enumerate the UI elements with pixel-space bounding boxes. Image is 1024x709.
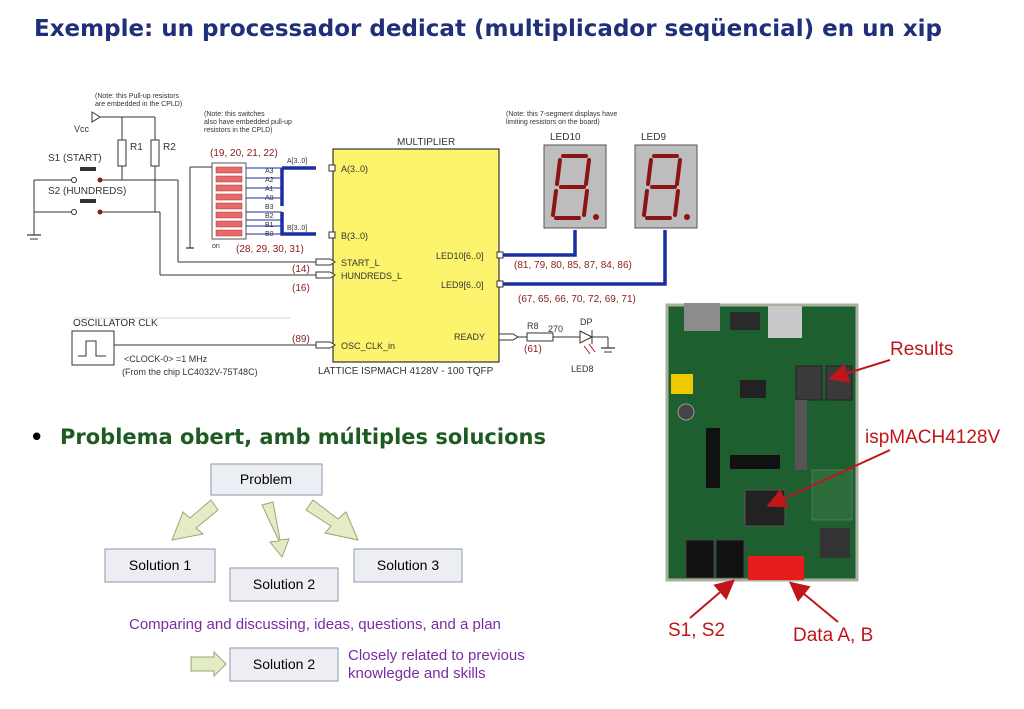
pin-61: (61) [524, 344, 542, 355]
port-hundreds: HUNDREDS_L [341, 271, 402, 281]
arrow-to-solution-2 [261, 501, 290, 558]
problem-label: Problem [240, 471, 292, 487]
dip-label-a1: A1 [265, 186, 274, 193]
dip-switch-b1 [215, 220, 243, 228]
vcc-symbol [91, 111, 101, 123]
note-pullup-2: are embedded in the CPLD) [95, 101, 182, 108]
resistor-r2 [150, 139, 160, 167]
box-solution-final [229, 647, 339, 682]
arrow-to-solution-3 [305, 499, 359, 541]
dip-switch-a3 [215, 166, 243, 174]
oscillator-block [71, 330, 115, 366]
arrow-results [828, 359, 891, 383]
dip-switch-block [211, 162, 247, 240]
problem-solution-diagram: Problem Solution 1 Solution 2 Solution 3… [104, 463, 463, 682]
clock-line-1: <CLOCK-0> =1 MHz [124, 354, 208, 364]
label-chip: ispMACH4128V [865, 427, 1000, 448]
resistor-r1 [117, 139, 127, 167]
r8-value: 270 [548, 324, 563, 334]
note-switches-3: resistors in the CPLD) [204, 127, 272, 134]
note-7seg-2: limiting resistors on the board) [506, 119, 600, 126]
pin-16: (16) [292, 283, 310, 294]
pin-89: (89) [292, 334, 310, 345]
chip-footer: LATTICE ISPMACH 4128V - 100 TQFP [318, 366, 494, 377]
solution-2-label: Solution 2 [253, 576, 315, 592]
switch-s2 [80, 199, 96, 203]
r1-label: R1 [130, 142, 143, 153]
dip-switch-a1 [215, 184, 243, 192]
note-switches-2: also have embedded pull-up [204, 119, 292, 126]
bus-led9 [503, 230, 667, 286]
clock-line-2: (From the chip LC4032V-75T48C) [122, 367, 258, 377]
pins-a-label: (19, 20, 21, 22) [210, 148, 278, 159]
switch-s1 [80, 167, 96, 171]
port-a: A(3..0) [341, 164, 368, 174]
chip-title: MULTIPLIER [397, 137, 455, 148]
dip-switch-a0 [215, 193, 243, 201]
r8-label: R8 [527, 321, 539, 331]
label-data: Data A, B [793, 625, 873, 646]
port-led10: LED10[6..0] [436, 251, 484, 261]
note-7seg-1: (Note: this 7-segment displays have [506, 111, 617, 118]
arrow-chip [766, 449, 891, 508]
s2-label: S2 (HUNDREDS) [48, 186, 126, 197]
label-results: Results [890, 339, 953, 360]
bus-led10 [503, 230, 577, 257]
led10-label: LED10 [550, 132, 581, 143]
dp-label: DP [580, 317, 593, 327]
bullet-point: •Problema obert, amb múltiples solucions [30, 425, 546, 449]
dip-on-label: on [212, 243, 220, 250]
box-solution-3 [353, 548, 463, 583]
multiplier-chip [332, 148, 500, 363]
port-b: B(3..0) [341, 231, 368, 241]
bus-a-label: A[3..0] [287, 158, 307, 165]
dip-switch-b2 [215, 211, 243, 219]
box-solution-1 [104, 548, 216, 583]
dip-label-b2: B2 [265, 213, 274, 220]
arrow-to-final [190, 650, 227, 678]
solution-final-label: Solution 2 [253, 656, 315, 672]
led8-label: LED8 [571, 364, 594, 374]
dip-label-a2: A2 [265, 177, 274, 184]
osc-label: OSCILLATOR CLK [73, 318, 158, 329]
box-problem [210, 463, 323, 496]
r2-label: R2 [163, 142, 176, 153]
label-switches: S1, S2 [668, 620, 725, 641]
port-led9: LED9[6..0] [441, 280, 484, 290]
comparing-text: Comparing and discussing, ideas, questio… [129, 616, 501, 633]
bus-b-label: B[3..0] [287, 225, 307, 232]
pin-14: (14) [292, 264, 310, 275]
slide-title: Exemple: un processador dedicat (multipl… [34, 16, 943, 42]
arrow-switches [689, 579, 736, 619]
dip-switch-b3 [215, 202, 243, 210]
port-start: START_L [341, 258, 380, 268]
led9-label: LED9 [641, 132, 666, 143]
note-pullup-1: (Note: this Pull-up resistors [95, 93, 180, 100]
s1-label: S1 (START) [48, 153, 102, 164]
bullet-text: Problema obert, amb múltiples solucions [60, 425, 546, 449]
led10-pins: (81, 79, 80, 85, 87, 84, 86) [514, 260, 632, 271]
resistor-r8 [526, 332, 554, 342]
box-solution-2 [229, 567, 339, 602]
dip-switch-b0 [215, 229, 243, 237]
dip-switch-a2 [215, 175, 243, 183]
dip-label-a3: A3 [265, 168, 274, 175]
led9-pins: (67, 65, 66, 70, 72, 69, 71) [518, 294, 636, 305]
related-text-1: Closely related to previous [348, 647, 525, 664]
pins-b-label: (28, 29, 30, 31) [236, 244, 304, 255]
arrow-data [788, 581, 839, 623]
dip-label-b3: B3 [265, 204, 274, 211]
solution-3-label: Solution 3 [377, 557, 439, 573]
related-text-2: knowlegde and skills [348, 665, 486, 682]
board-photo [665, 303, 859, 582]
note-switches-1: (Note: this switches [204, 111, 265, 118]
port-osc: OSC_CLK_in [341, 341, 395, 351]
solution-1-label: Solution 1 [129, 557, 191, 573]
led8-diode [579, 330, 594, 344]
arrow-to-solution-1 [171, 499, 219, 541]
port-ready: READY [454, 332, 485, 342]
vcc-label: Vcc [74, 124, 90, 134]
bus-a [280, 166, 316, 206]
